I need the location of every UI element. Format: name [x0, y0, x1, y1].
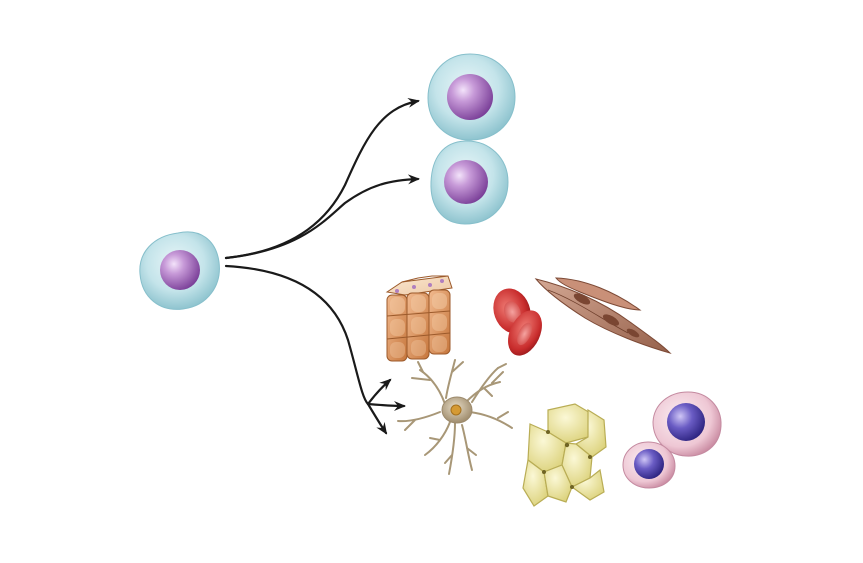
nucleus — [451, 405, 461, 415]
arrow-branch-down — [368, 404, 386, 433]
red-blood-cells — [487, 283, 549, 361]
arrows — [226, 101, 418, 433]
arrow-branch-right — [368, 404, 404, 406]
white-blood-cell-small — [623, 442, 675, 488]
nucleus — [160, 250, 200, 290]
arrow-to-differentiated-cells — [226, 266, 368, 404]
epithelial-cells — [387, 276, 452, 361]
nucleus — [667, 403, 705, 441]
fat-cells — [523, 404, 606, 506]
white-blood-cells — [623, 392, 721, 488]
stem-cell-original — [140, 232, 220, 310]
arrow-branch-up — [368, 380, 390, 404]
nucleus — [634, 449, 664, 479]
stem-cell-copy-1 — [428, 54, 515, 140]
stem-cell-copy-2 — [431, 141, 508, 224]
smooth-muscle-cells — [536, 278, 670, 353]
neuron — [398, 360, 512, 474]
nucleus — [444, 160, 488, 204]
nucleus — [447, 74, 493, 120]
arrow-to-stem-cell-1 — [226, 101, 418, 258]
